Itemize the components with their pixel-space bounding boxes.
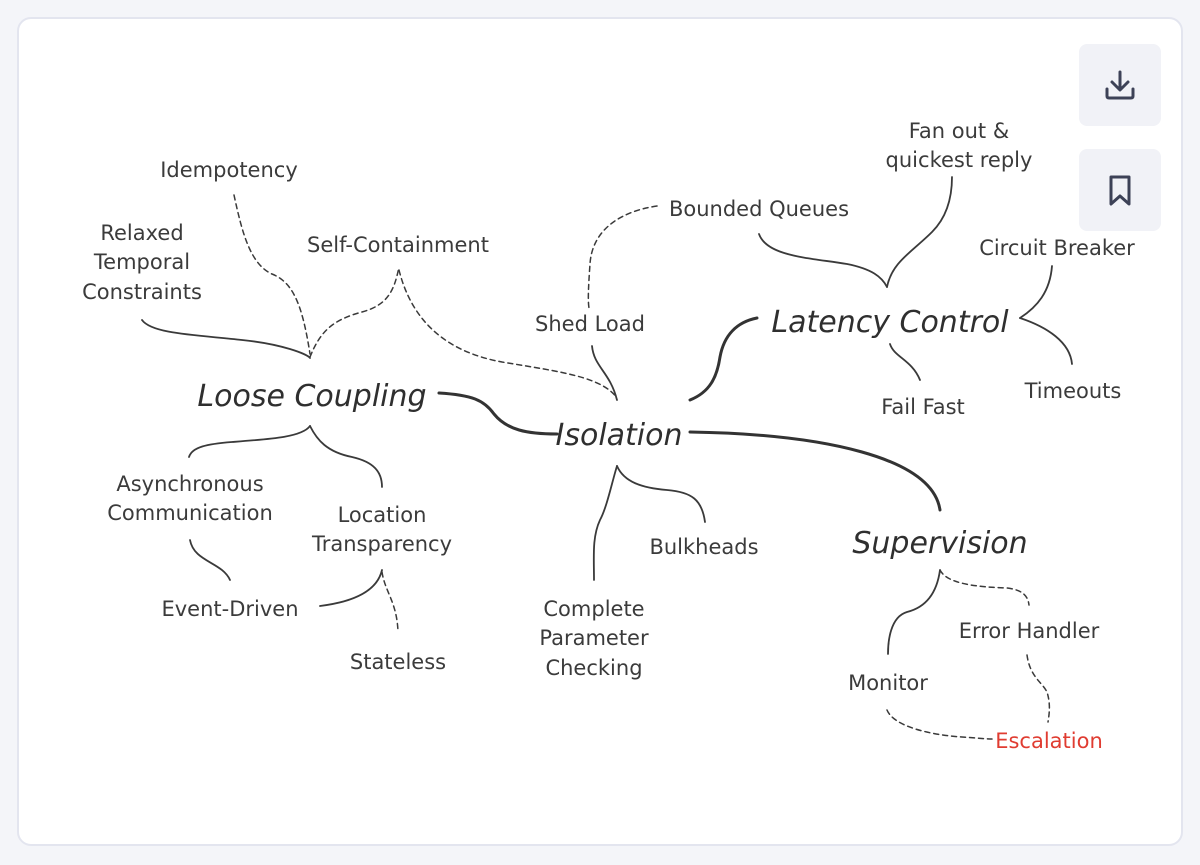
connector-fan-out bbox=[886, 176, 953, 288]
node-escalation: Escalation bbox=[995, 729, 1103, 753]
node-circuit-breaker: Circuit Breaker bbox=[979, 236, 1135, 260]
node-async-comm-2: Communication bbox=[107, 501, 273, 525]
node-relaxed-temporal-1: Relaxed bbox=[100, 221, 183, 245]
connector-loose-coupling-isolation bbox=[437, 391, 559, 436]
connector-self-containment-isolation bbox=[398, 269, 618, 399]
connector-idempotency bbox=[233, 194, 311, 355]
node-loose-coupling: Loose Coupling bbox=[197, 379, 426, 414]
connector-circuit-breaker bbox=[1019, 265, 1053, 319]
connector-stateless bbox=[381, 571, 399, 633]
connector-isolation-supervision bbox=[688, 430, 942, 512]
node-stateless: Stateless bbox=[350, 650, 446, 674]
connector-bulkheads bbox=[616, 465, 706, 523]
connector-bounded-queues-latency bbox=[758, 233, 888, 288]
connector-event-driven bbox=[189, 539, 231, 581]
connector-error-handler bbox=[939, 569, 1030, 606]
connector-escalation-error bbox=[1026, 654, 1051, 723]
bookmark-icon bbox=[1109, 175, 1131, 206]
node-param-checking-1: Complete bbox=[543, 597, 644, 621]
connector-shed-load bbox=[591, 345, 618, 401]
node-supervision: Supervision bbox=[852, 526, 1027, 561]
node-shed-load: Shed Load bbox=[535, 312, 645, 336]
node-idempotency: Idempotency bbox=[160, 158, 298, 182]
node-location-transparency-1: Location bbox=[338, 503, 427, 527]
node-fan-out-2: quickest reply bbox=[886, 148, 1033, 172]
node-monitor: Monitor bbox=[848, 671, 928, 695]
bookmark-button[interactable] bbox=[1079, 149, 1161, 231]
connector-event-driven-location bbox=[319, 569, 383, 607]
connector-bounded-queues bbox=[587, 205, 658, 309]
node-fail-fast: Fail Fast bbox=[881, 395, 965, 419]
download-icon bbox=[1105, 70, 1135, 100]
node-bounded-queues: Bounded Queues bbox=[669, 197, 849, 221]
mindmap-card: Loose Coupling Isolation Latency Control… bbox=[17, 17, 1183, 846]
connector-relaxed-temporal bbox=[141, 319, 311, 359]
connector-param-checking bbox=[592, 465, 618, 581]
node-error-handler: Error Handler bbox=[959, 619, 1100, 643]
node-location-transparency-2: Transparency bbox=[311, 532, 452, 556]
download-button[interactable] bbox=[1079, 44, 1161, 126]
node-param-checking-3: Checking bbox=[545, 656, 642, 680]
node-relaxed-temporal-2: Temporal bbox=[93, 250, 190, 274]
connector-self-containment bbox=[309, 266, 400, 358]
connector-async-comm bbox=[188, 425, 311, 458]
node-async-comm-1: Asynchronous bbox=[116, 472, 263, 496]
node-relaxed-temporal-3: Constraints bbox=[82, 280, 202, 304]
node-fan-out-1: Fan out & bbox=[909, 119, 1009, 143]
connector-fail-fast bbox=[889, 343, 921, 381]
mindmap-diagram: Loose Coupling Isolation Latency Control… bbox=[82, 119, 1135, 753]
node-param-checking-2: Parameter bbox=[539, 626, 649, 650]
node-isolation: Isolation bbox=[555, 418, 682, 453]
connector-timeouts bbox=[1019, 317, 1073, 365]
node-latency-control: Latency Control bbox=[771, 305, 1009, 340]
node-bulkheads: Bulkheads bbox=[649, 535, 758, 559]
connector-location-transparency bbox=[309, 425, 383, 488]
connector-monitor bbox=[887, 569, 941, 655]
connector-isolation-latency bbox=[688, 316, 759, 402]
node-self-containment: Self-Containment bbox=[307, 233, 489, 257]
node-event-driven: Event-Driven bbox=[161, 597, 298, 621]
connector-monitor-escalation bbox=[886, 709, 993, 740]
node-timeouts: Timeouts bbox=[1024, 379, 1122, 403]
